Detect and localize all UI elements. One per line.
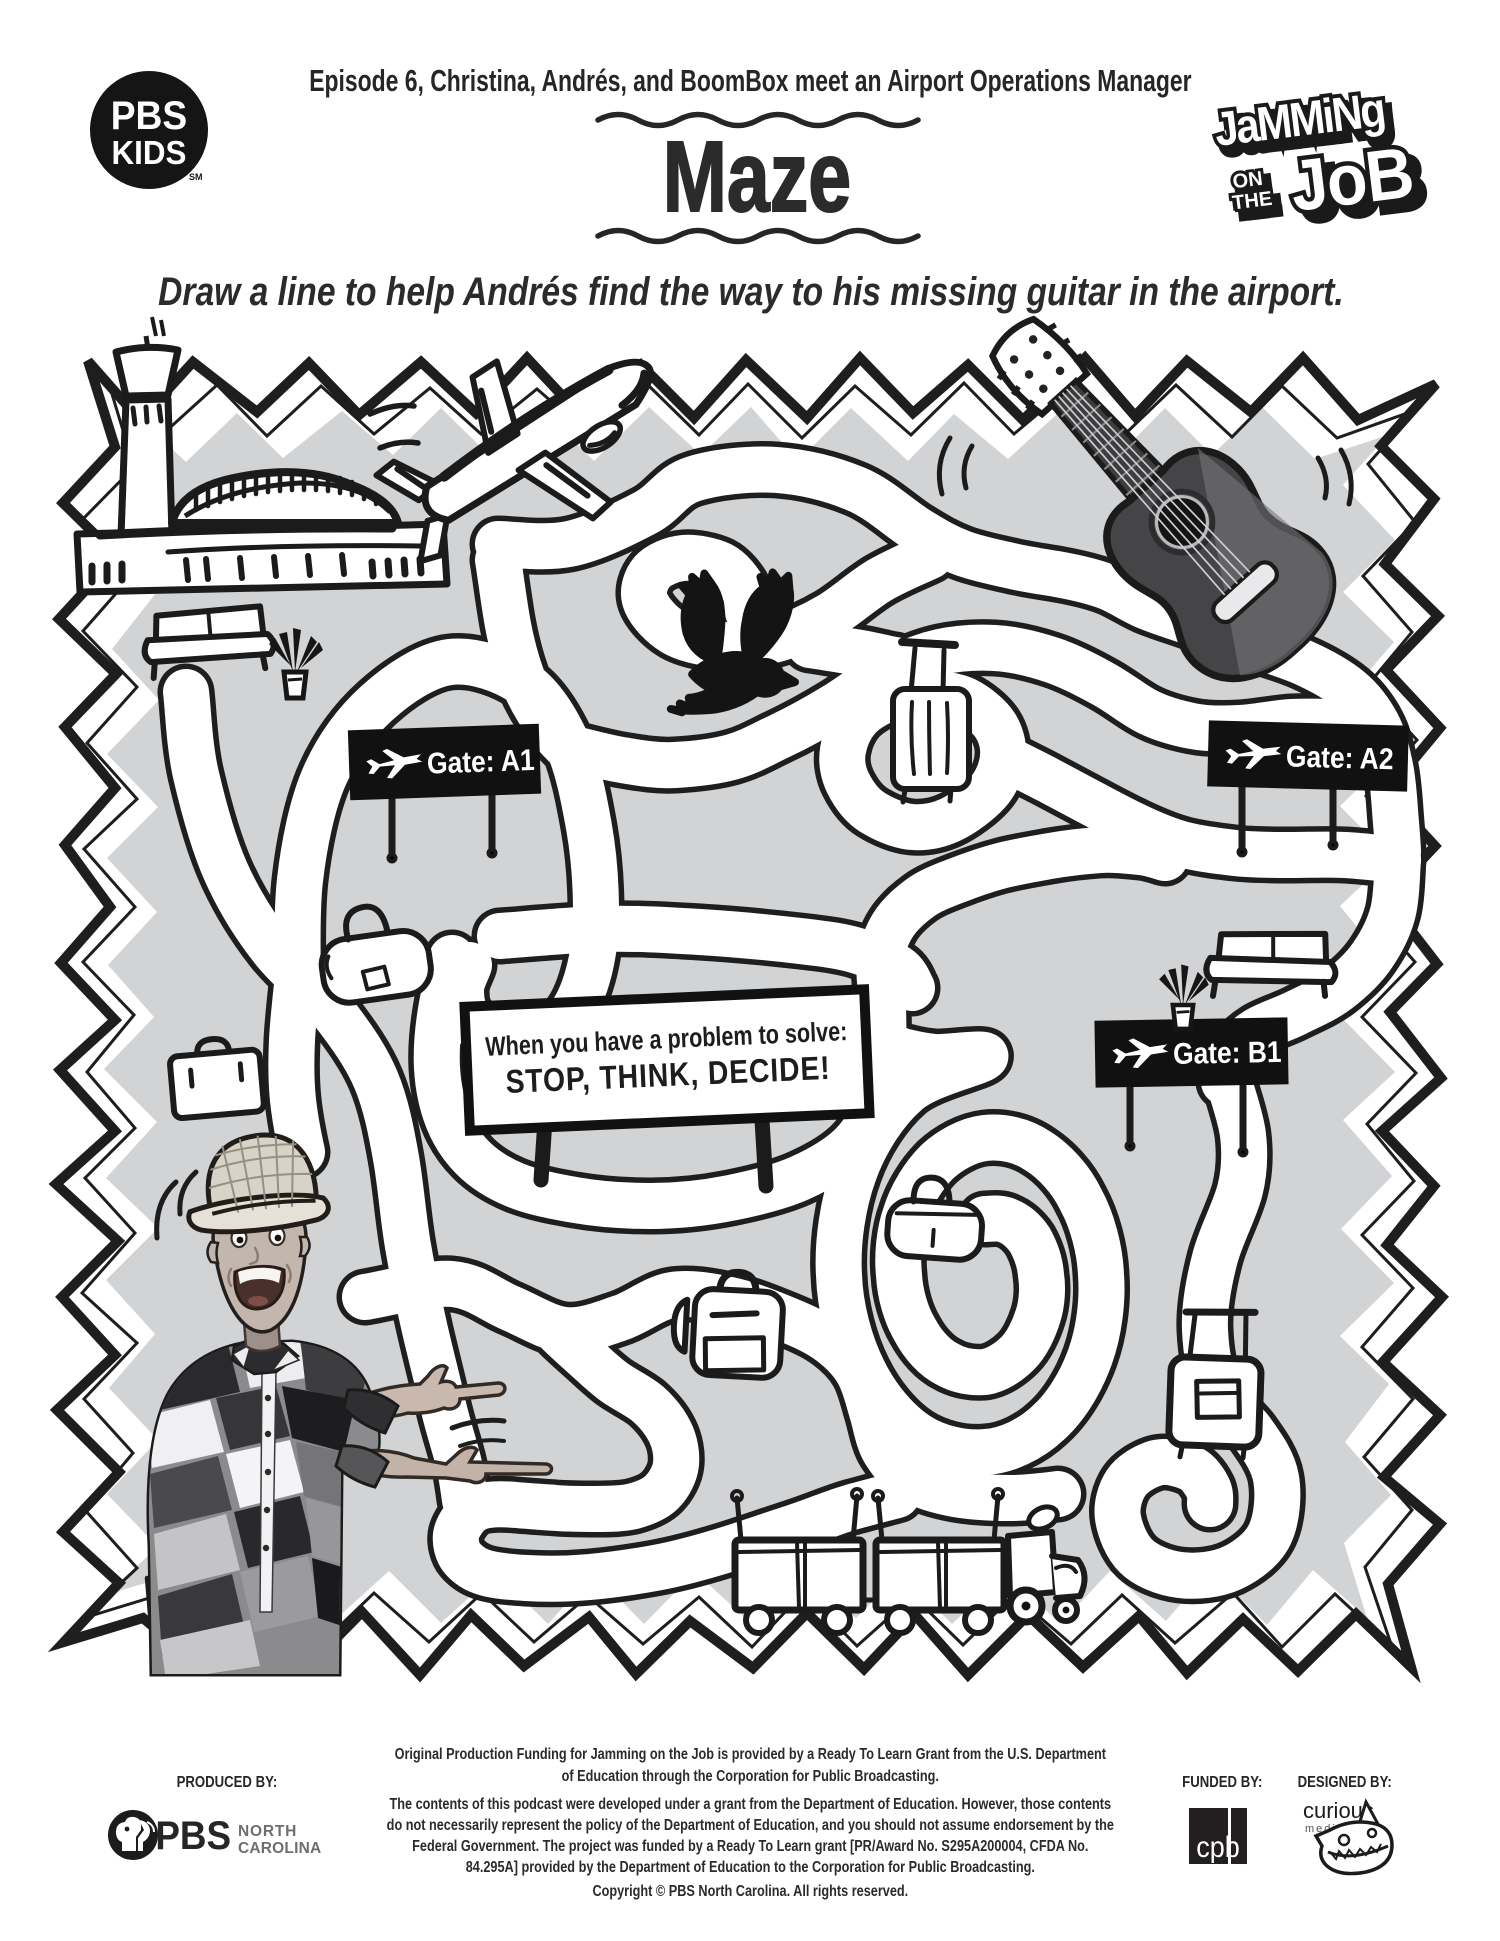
svg-text:of Education through the Corpo: of Education through the Corporation for…	[562, 1768, 939, 1785]
svg-text:PBS: PBS	[111, 94, 187, 139]
svg-text:Copyright © PBS North Carolina: Copyright © PBS North Carolina. All righ…	[592, 1883, 908, 1900]
svg-text:SM: SM	[189, 172, 203, 182]
svg-text:DESIGNED BY:: DESIGNED BY:	[1298, 1774, 1392, 1791]
svg-text:do not necessarily represent t: do not necessarily represent the policy …	[387, 1817, 1114, 1834]
svg-text:Episode 6, Christina, Andrés,: Episode 6, Christina, Andrés, and BoomBo…	[309, 63, 1192, 98]
svg-text:PRODUCED BY:: PRODUCED BY:	[177, 1774, 278, 1791]
svg-text:Gate: A2: Gate: A2	[1286, 739, 1394, 776]
svg-text:KIDS: KIDS	[112, 134, 187, 171]
svg-text:Gate: A1: Gate: A1	[426, 742, 535, 780]
svg-text:The contents of this podcast w: The contents of this podcast were develo…	[390, 1796, 1112, 1813]
svg-text:Original Production Funding fo: Original Production Funding for Jamming …	[395, 1746, 1107, 1763]
svg-text:NORTH: NORTH	[238, 1823, 297, 1840]
svg-text:Gate: B1: Gate: B1	[1173, 1034, 1282, 1070]
svg-text:Maze: Maze	[663, 120, 851, 232]
svg-text:Draw a line to help Andrés fin: Draw a line to help Andrés find the way …	[158, 269, 1344, 313]
svg-text:JoB: JoB	[1297, 140, 1428, 235]
svg-text:JoB: JoB	[1286, 131, 1417, 226]
svg-text:FUNDED BY:: FUNDED BY:	[1182, 1774, 1262, 1791]
svg-text:CAROLINA: CAROLINA	[238, 1840, 321, 1857]
svg-text:PBS: PBS	[155, 1814, 231, 1859]
svg-text:Federal Government. The projec: Federal Government. The project was fund…	[412, 1838, 1088, 1855]
svg-text:84.295A] provided by the Depar: 84.295A] provided by the Department of E…	[466, 1859, 1035, 1876]
svg-text:cpb: cpb	[1196, 1831, 1240, 1865]
